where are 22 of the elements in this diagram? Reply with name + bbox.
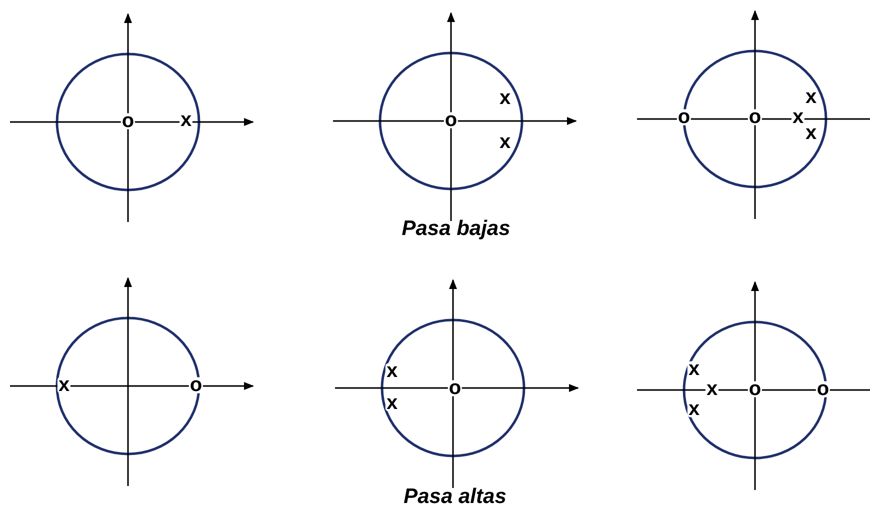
pole-mark: x [498, 90, 512, 106]
pole-mark: x [179, 112, 193, 128]
zero-mark: o [676, 109, 692, 126]
zero-mark: o [748, 109, 762, 126]
pole-mark: x [498, 134, 512, 150]
pole-mark: x [804, 89, 818, 106]
plot-caption: Pasa altas [404, 485, 506, 509]
zero-mark: o [448, 380, 462, 396]
zero-mark: o [444, 112, 458, 128]
pole-mark: x [705, 381, 719, 398]
plot-caption: Pasa bajas [402, 217, 510, 241]
pole-mark: x [687, 401, 701, 418]
zero-mark: o [188, 377, 204, 394]
pole-mark: x [385, 363, 399, 380]
pole-mark: x [804, 125, 818, 142]
pole-mark: x [687, 361, 701, 378]
pole-mark: x [791, 109, 805, 126]
pole-mark: x [57, 377, 71, 394]
pole-mark: x [385, 395, 399, 412]
zero-mark: o [748, 381, 762, 398]
zero-mark: o [816, 381, 830, 398]
zero-mark: o [120, 113, 136, 130]
